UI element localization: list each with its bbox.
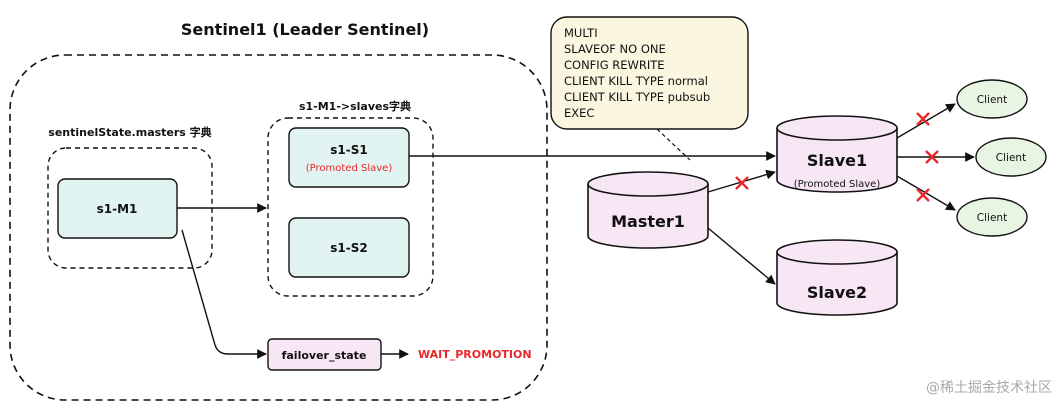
s1-s2-node bbox=[288, 217, 410, 278]
command-line: EXEC bbox=[564, 106, 594, 120]
command-line: CLIENT KILL TYPE pubsub bbox=[564, 90, 710, 104]
diagram-title: Sentinel1 (Leader Sentinel) bbox=[181, 20, 429, 39]
client-label: Client bbox=[977, 212, 1007, 224]
slave2-cylinder bbox=[776, 239, 898, 316]
slave2-label: Slave2 bbox=[807, 283, 867, 302]
slave1-sublabel: (Promoted Slave) bbox=[794, 179, 881, 190]
arrow-m1-to-failover bbox=[181, 229, 267, 359]
slaves-dict-container bbox=[267, 117, 434, 297]
slave1-label: Slave1 bbox=[807, 151, 867, 170]
killed-connection-x-icon bbox=[925, 150, 939, 164]
s1-s1-label: s1-S1 bbox=[330, 143, 367, 157]
s1-m1-label: s1-M1 bbox=[97, 202, 138, 216]
commands-list: MULTI SLAVEOF NO ONE CONFIG REWRITE CLIE… bbox=[564, 26, 710, 120]
slave1-cylinder bbox=[776, 115, 898, 193]
client-node-bottom bbox=[956, 197, 1028, 237]
watermark: @稀土掘金技术社区 bbox=[926, 380, 1052, 396]
s1-s2-label: s1-S2 bbox=[330, 241, 367, 255]
command-line: SLAVEOF NO ONE bbox=[564, 42, 666, 56]
client-label: Client bbox=[977, 94, 1007, 106]
slaves-dict-label: s1-M1->slaves字典 bbox=[299, 99, 411, 113]
commands-note bbox=[550, 16, 749, 130]
s1-s1-sublabel: (Promoted Slave) bbox=[306, 163, 393, 174]
client-label: Client bbox=[996, 152, 1026, 164]
arrow-master1-to-slave2 bbox=[707, 227, 776, 285]
command-line: CONFIG REWRITE bbox=[564, 58, 665, 72]
master1-cylinder bbox=[587, 171, 709, 249]
master1-label: Master1 bbox=[611, 212, 685, 231]
s1-s1-node bbox=[288, 127, 410, 188]
masters-dict-label: sentinelState.masters 字典 bbox=[48, 125, 211, 139]
failover-state-label: failover_state bbox=[282, 349, 367, 362]
sentinel-container bbox=[9, 54, 548, 401]
broken-link-x-icon bbox=[735, 176, 749, 190]
wait-promotion-label: WAIT_PROMOTION bbox=[418, 348, 532, 361]
client-node-top bbox=[956, 79, 1028, 119]
client-node-middle bbox=[975, 137, 1047, 177]
command-line: CLIENT KILL TYPE normal bbox=[564, 74, 708, 88]
note-connector bbox=[656, 128, 691, 161]
killed-connection-x-icon bbox=[916, 188, 930, 202]
command-line: MULTI bbox=[564, 26, 598, 40]
killed-connection-x-icon bbox=[916, 112, 930, 126]
